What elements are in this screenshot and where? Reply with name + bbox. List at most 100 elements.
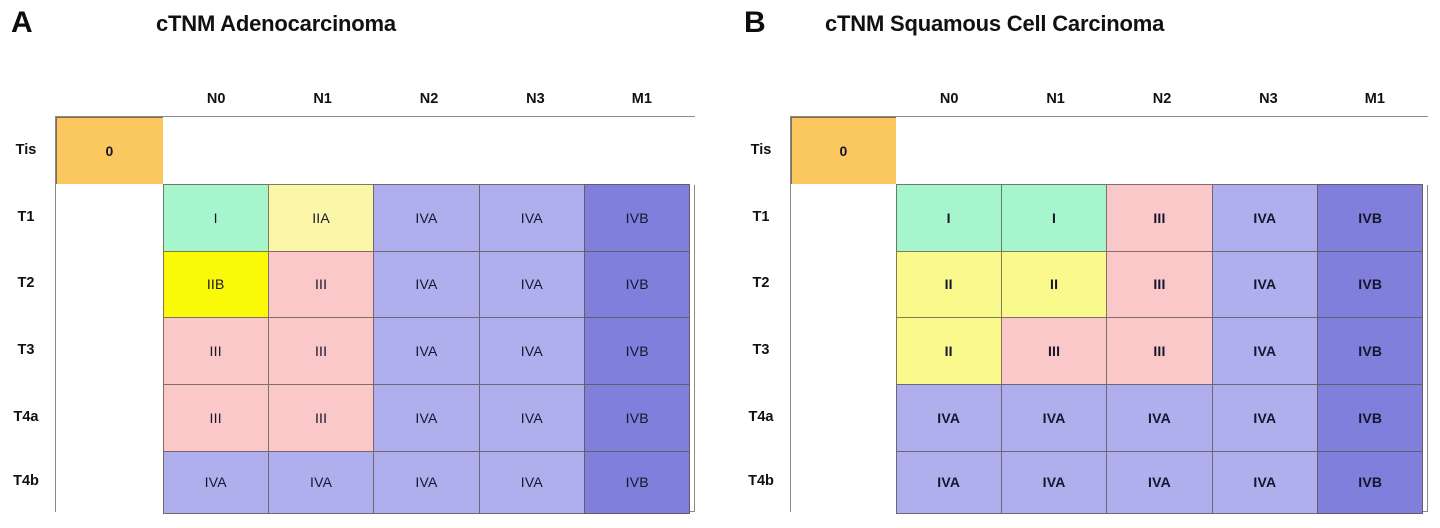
panel-title-a: cTNM Adenocarcinoma: [156, 11, 396, 36]
cell-t4a-empty: [790, 383, 897, 452]
cell-t4b-n2[interactable]: IVA: [1106, 450, 1213, 514]
cell-t4b-n2[interactable]: IVA: [373, 450, 480, 514]
cell-t1-n1[interactable]: I: [1000, 183, 1108, 252]
row-label-t4b: T4b: [748, 473, 774, 489]
cell-t3-n2[interactable]: III: [1106, 316, 1213, 385]
cell-t2-m1[interactable]: IVB: [1317, 250, 1424, 318]
cell-t3-n0[interactable]: II: [895, 316, 1002, 385]
cell-t4a-m1[interactable]: IVB: [1317, 383, 1424, 452]
row-label-t4a: T4a: [13, 408, 39, 425]
column-header-m1: M1: [631, 91, 652, 107]
cell-t4a-n3[interactable]: IVA: [1211, 383, 1319, 452]
cell-t4b-n1[interactable]: IVA: [267, 450, 375, 514]
column-header-n3: N3: [526, 91, 545, 107]
cell-t2-n3[interactable]: IVA: [478, 250, 586, 318]
row-label-t1: T1: [752, 208, 770, 225]
cell-t4a-n1[interactable]: IVA: [1000, 383, 1108, 452]
cell-t1-n3[interactable]: IVA: [1211, 183, 1319, 252]
row-label-t3: T3: [17, 341, 35, 358]
cell-tis-stage-0[interactable]: 0: [790, 116, 897, 185]
cell-t3-n1[interactable]: III: [267, 316, 375, 385]
cell-t4a-n2[interactable]: IVA: [1106, 383, 1213, 452]
cell-t3-n1[interactable]: III: [1000, 316, 1108, 385]
cell-tis-empty: [895, 116, 1428, 185]
cell-t4a-empty: [55, 383, 164, 452]
row-label-tis: Tis: [15, 141, 37, 158]
cell-t3-n3[interactable]: IVA: [1211, 316, 1319, 385]
cell-t4b-empty: [55, 450, 164, 514]
cell-t4b-n0[interactable]: IVA: [162, 450, 269, 514]
cell-t2-n0[interactable]: II: [895, 250, 1002, 318]
cell-t1-empty: [55, 183, 164, 252]
cell-t2-n1[interactable]: II: [1000, 250, 1108, 318]
cell-t3-n0[interactable]: III: [162, 316, 269, 385]
cell-t3-n2[interactable]: IVA: [373, 316, 480, 385]
cell-t2-n3[interactable]: IVA: [1211, 250, 1319, 318]
cell-t4b-n3[interactable]: IVA: [478, 450, 586, 514]
cell-t4b-m1[interactable]: IVB: [584, 450, 691, 514]
cell-t3-empty: [55, 316, 164, 385]
cell-tis-empty: [162, 116, 695, 185]
cell-t2-n2[interactable]: IVA: [373, 250, 480, 318]
cell-t4a-n3[interactable]: IVA: [478, 383, 586, 452]
cell-t4b-n1[interactable]: IVA: [1000, 450, 1108, 514]
row-label-t4a: T4a: [748, 408, 774, 425]
cell-t4a-m1[interactable]: IVB: [584, 383, 691, 452]
cell-t2-n0[interactable]: IIB: [162, 250, 269, 318]
cell-t1-n2[interactable]: III: [1106, 183, 1213, 252]
grid-row-tis: 0: [790, 116, 1428, 185]
cell-t4a-n1[interactable]: III: [267, 383, 375, 452]
cell-t3-empty: [790, 316, 897, 385]
cell-t3-m1[interactable]: IVB: [1317, 316, 1424, 385]
row-label-t3: T3: [752, 341, 770, 358]
row-label-t2: T2: [17, 275, 35, 291]
column-header-n2: N2: [1152, 91, 1172, 107]
cell-t1-n3[interactable]: IVA: [478, 183, 586, 252]
cell-t1-n2[interactable]: IVA: [373, 183, 480, 252]
grid-row-tis: 0: [55, 116, 695, 185]
column-header-n1: N1: [313, 91, 332, 107]
cell-tis-stage-0[interactable]: 0: [55, 116, 164, 185]
cell-t3-m1[interactable]: IVB: [584, 316, 691, 385]
column-header-n0: N0: [206, 91, 226, 107]
row-label-t1: T1: [17, 208, 35, 225]
cell-t2-n1[interactable]: III: [267, 250, 375, 318]
cell-t4a-n2[interactable]: IVA: [373, 383, 480, 452]
column-header-n2: N2: [419, 91, 439, 107]
cell-t4a-n0[interactable]: IVA: [895, 383, 1002, 452]
cell-t1-n0[interactable]: I: [162, 183, 269, 252]
column-header-m1: M1: [1364, 91, 1385, 107]
cell-t2-m1[interactable]: IVB: [584, 250, 691, 318]
cell-t4b-m1[interactable]: IVB: [1317, 450, 1424, 514]
cell-t1-m1[interactable]: IVB: [584, 183, 691, 252]
row-label-tis: Tis: [750, 141, 772, 158]
cell-t4b-n3[interactable]: IVA: [1211, 450, 1319, 514]
cell-t1-n0[interactable]: I: [895, 183, 1002, 252]
column-header-n3: N3: [1259, 91, 1278, 107]
cell-t4b-n0[interactable]: IVA: [895, 450, 1002, 514]
panel-title-b: cTNM Squamous Cell Carcinoma: [825, 11, 1165, 36]
cell-t4b-empty: [790, 450, 897, 514]
cell-t2-n2[interactable]: III: [1106, 250, 1213, 318]
cell-t4a-n0[interactable]: III: [162, 383, 269, 452]
cell-t2-empty: [55, 250, 164, 318]
cell-t3-n3[interactable]: IVA: [478, 316, 586, 385]
cell-t2-empty: [790, 250, 897, 318]
cell-t1-m1[interactable]: IVB: [1317, 183, 1424, 252]
panel-letter-b: B: [744, 6, 766, 39]
column-headers-a: N0 N1 N2 N3 M1: [163, 88, 695, 110]
cell-t1-n1[interactable]: IIA: [267, 183, 375, 252]
